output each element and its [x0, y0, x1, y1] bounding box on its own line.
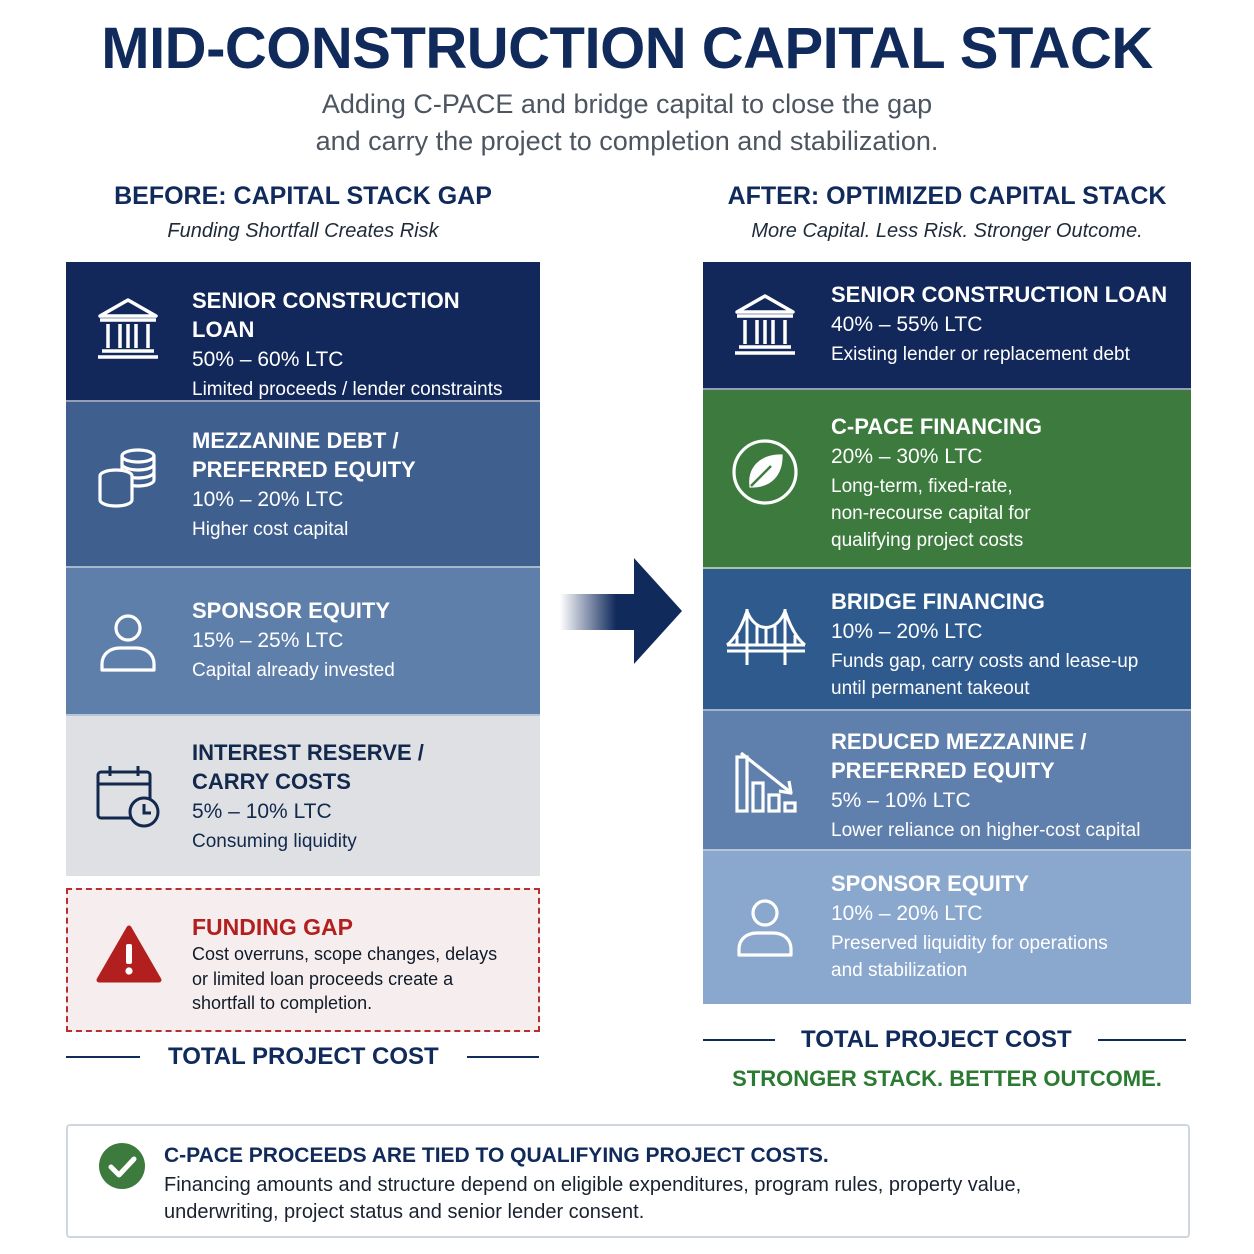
block-desc: qualifying project costs	[831, 530, 1024, 551]
block-text: SPONSOR EQUITY 15% – 25% LTC Capital alr…	[192, 596, 526, 684]
before-total-project-cost: TOTAL PROJECT COST	[66, 1043, 540, 1071]
block-desc: Long-term, fixed-rate,	[831, 476, 1013, 497]
block-title: SENIOR CONSTRUCTION LOAN	[831, 282, 1168, 307]
block-ltc: 20% – 30% LTC	[831, 445, 983, 468]
total-label: TOTAL PROJECT COST	[168, 1043, 439, 1070]
block-title: INTEREST RESERVE /	[192, 740, 424, 765]
footer-desc-line: underwriting, project status and senior …	[164, 1201, 645, 1223]
after-title: AFTER: OPTIMIZED CAPITAL STACK	[727, 182, 1167, 210]
block-desc: Preserved liquidity for operations	[831, 933, 1108, 954]
calendar-clock-icon	[94, 762, 162, 830]
bank-icon	[94, 294, 162, 362]
block-desc: non-recourse capital for	[831, 503, 1031, 524]
block-text: MEZZANINE DEBT / PREFERRED EQUITY 10% – …	[192, 426, 526, 543]
after-total-project-cost: TOTAL PROJECT COST	[703, 1026, 1191, 1054]
block-title: SENIOR CONSTRUCTION LOAN	[192, 288, 460, 342]
gap-desc: or limited loan proceeds create a	[192, 968, 454, 989]
gap-desc: Cost overruns, scope changes, delays	[192, 944, 498, 964]
block-ltc: 5% – 10% LTC	[831, 789, 971, 812]
block-ltc: 10% – 20% LTC	[831, 902, 983, 925]
gap-text: FUNDING GAP Cost overruns, scope changes…	[192, 912, 524, 1016]
divider	[703, 1039, 775, 1041]
declining-chart-icon	[731, 747, 799, 815]
block-desc: Capital already invested	[192, 660, 395, 681]
block-title: C-PACE FINANCING	[831, 414, 1043, 439]
transition-arrow-icon	[560, 556, 684, 666]
block-desc: and stabilization	[831, 960, 968, 981]
block-title: REDUCED MEZZANINE /	[831, 729, 1087, 754]
before-heading: BEFORE: CAPITAL STACK GAP Funding Shortf…	[66, 178, 540, 248]
block-desc: until permanent takeout	[831, 678, 1030, 699]
block-text: C-PACE FINANCING 20% – 30% LTC Long-term…	[831, 412, 1177, 554]
after-stack: SENIOR CONSTRUCTION LOAN 40% – 55% LTC E…	[703, 262, 1191, 1004]
block-ltc: 40% – 55% LTC	[831, 313, 983, 336]
after-heading: AFTER: OPTIMIZED CAPITAL STACK More Capi…	[703, 178, 1191, 248]
page-subtitle: Adding C-PACE and bridge capital to clos…	[0, 86, 1254, 160]
warning-icon	[96, 924, 162, 984]
before-subtitle: Funding Shortfall Creates Risk	[167, 220, 439, 242]
check-circle-icon	[98, 1142, 146, 1190]
leaf-icon	[731, 438, 799, 506]
person-icon	[94, 608, 162, 676]
after-tagline: STRONGER STACK. BETTER OUTCOME.	[732, 1066, 1162, 1091]
block-ltc: 15% – 25% LTC	[192, 629, 344, 652]
block-desc: Consuming liquidity	[192, 831, 357, 852]
divider	[66, 1056, 140, 1058]
subtitle-line: and carry the project to completion and …	[315, 126, 939, 156]
block-text: REDUCED MEZZANINE / PREFERRED EQUITY 5% …	[831, 727, 1177, 844]
before-stack: SENIOR CONSTRUCTION LOAN 50% – 60% LTC L…	[66, 262, 540, 1032]
after-senior-loan-block: SENIOR CONSTRUCTION LOAN 40% – 55% LTC E…	[703, 262, 1191, 390]
gap-desc: shortfall to completion.	[192, 993, 373, 1013]
block-desc: Lower reliance on higher-cost capital	[831, 820, 1141, 841]
block-ltc: 10% – 20% LTC	[831, 620, 983, 643]
block-title: SPONSOR EQUITY	[192, 598, 391, 623]
block-desc: Existing lender or replacement debt	[831, 344, 1130, 365]
block-title: SPONSOR EQUITY	[831, 871, 1030, 896]
block-ltc: 5% – 10% LTC	[192, 800, 332, 823]
before-mezzanine-block: MEZZANINE DEBT / PREFERRED EQUITY 10% – …	[66, 402, 540, 568]
page-title: MID-CONSTRUCTION CAPITAL STACK	[101, 16, 1153, 81]
block-text: SENIOR CONSTRUCTION LOAN 50% – 60% LTC L…	[192, 286, 526, 403]
block-text: SENIOR CONSTRUCTION LOAN 40% – 55% LTC E…	[831, 280, 1177, 368]
block-desc: Limited proceeds / lender constraints	[192, 379, 503, 400]
block-ltc: 50% – 60% LTC	[192, 348, 344, 371]
block-text: INTEREST RESERVE / CARRY COSTS 5% – 10% …	[192, 738, 526, 855]
after-bridge-block: BRIDGE FINANCING 10% – 20% LTC Funds gap…	[703, 569, 1191, 711]
gap-title: FUNDING GAP	[192, 914, 353, 940]
before-title: BEFORE: CAPITAL STACK GAP	[114, 182, 492, 210]
block-title: PREFERRED EQUITY	[192, 457, 416, 482]
bank-icon	[731, 290, 799, 358]
before-senior-loan-block: SENIOR CONSTRUCTION LOAN 50% – 60% LTC L…	[66, 262, 540, 402]
divider	[1097, 1039, 1186, 1041]
block-desc: Funds gap, carry costs and lease-up	[831, 651, 1139, 672]
block-desc: Higher cost capital	[192, 519, 349, 540]
footer-desc: Financing amounts and structure depend o…	[164, 1172, 1148, 1226]
divider	[466, 1056, 539, 1058]
subtitle-line: Adding C-PACE and bridge capital to clos…	[321, 89, 933, 119]
footer-note: C-PACE PROCEEDS ARE TIED TO QUALIFYING P…	[66, 1124, 1190, 1238]
after-cpace-block: C-PACE FINANCING 20% – 30% LTC Long-term…	[703, 390, 1191, 569]
block-title: CARRY COSTS	[192, 769, 351, 794]
after-reduced-mezzanine-block: REDUCED MEZZANINE / PREFERRED EQUITY 5% …	[703, 711, 1191, 851]
after-subtitle: More Capital. Less Risk. Stronger Outcom…	[751, 220, 1143, 242]
coins-icon	[94, 444, 162, 512]
footer-title: C-PACE PROCEEDS ARE TIED TO QUALIFYING P…	[164, 1144, 829, 1167]
before-sponsor-equity-block: SPONSOR EQUITY 15% – 25% LTC Capital alr…	[66, 568, 540, 716]
block-text: BRIDGE FINANCING 10% – 20% LTC Funds gap…	[831, 587, 1177, 702]
block-text: SPONSOR EQUITY 10% – 20% LTC Preserved l…	[831, 869, 1177, 984]
header: MID-CONSTRUCTION CAPITAL STACK Adding C-…	[0, 14, 1254, 160]
before-interest-reserve-block: INTEREST RESERVE / CARRY COSTS 5% – 10% …	[66, 716, 540, 876]
total-label: TOTAL PROJECT COST	[801, 1026, 1072, 1053]
after-sponsor-equity-block: SPONSOR EQUITY 10% – 20% LTC Preserved l…	[703, 851, 1191, 1004]
person-icon	[731, 893, 799, 961]
bridge-icon	[725, 605, 807, 669]
block-ltc: 10% – 20% LTC	[192, 488, 344, 511]
block-title: BRIDGE FINANCING	[831, 589, 1045, 614]
funding-gap-block: FUNDING GAP Cost overruns, scope changes…	[66, 888, 540, 1032]
block-title: MEZZANINE DEBT /	[192, 428, 399, 453]
footer-desc-line: Financing amounts and structure depend o…	[164, 1174, 1022, 1196]
block-title: PREFERRED EQUITY	[831, 758, 1055, 783]
